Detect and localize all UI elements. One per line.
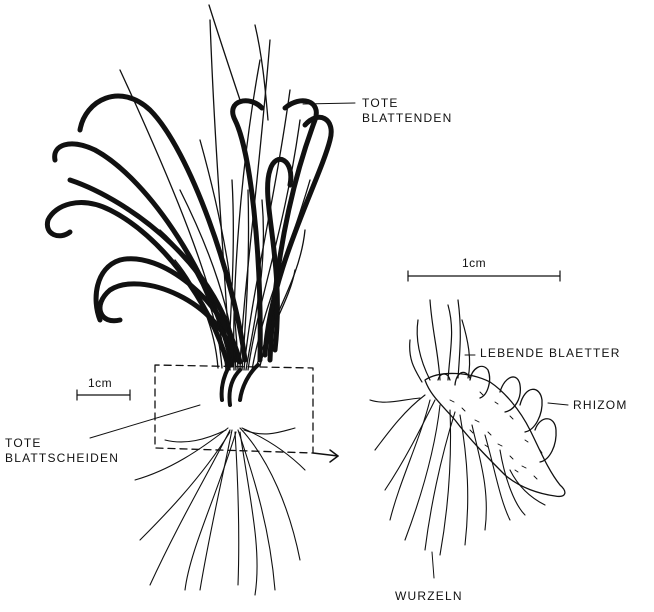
left-roots: [135, 428, 305, 595]
scale-bar-left: [77, 390, 130, 400]
label-roots: WURZELN: [395, 589, 463, 604]
rhizome-detail: [425, 366, 565, 496]
scale-label-right: 1cm: [462, 256, 486, 271]
scale-label-left: 1cm: [88, 376, 112, 391]
label-dead-leaf-ends-line1: TOTE: [362, 96, 452, 111]
right-roots: [370, 395, 545, 555]
label-living-leaves: LEBENDE BLAETTER: [480, 346, 621, 361]
leader-lines: [90, 103, 568, 578]
label-rhizome: RHIZOM: [573, 398, 628, 413]
living-leaves-detail: [410, 300, 470, 382]
label-dead-leaf-sheaths-line1: TOTE: [5, 436, 119, 451]
label-dead-leaf-ends-line2: BLATTENDEN: [362, 111, 452, 126]
label-dead-leaf-ends: TOTE BLATTENDEN: [362, 96, 452, 126]
scale-bar-right: [408, 271, 560, 281]
label-dead-leaf-sheaths-line2: BLATTSCHEIDEN: [5, 451, 119, 466]
label-dead-leaf-sheaths: TOTE BLATTSCHEIDEN: [5, 436, 119, 466]
dead-sheaths: [222, 362, 258, 405]
